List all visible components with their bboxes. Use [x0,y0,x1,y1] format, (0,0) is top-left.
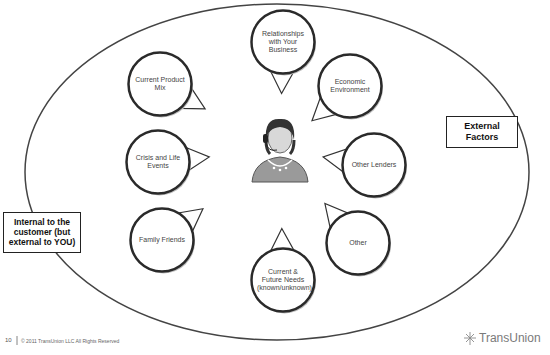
circle-shape [129,53,192,116]
factor-circle: Crisis and Life Events [125,129,191,195]
circle-shape [131,209,194,272]
factor-circle: Current Product Mix [127,51,193,117]
person-icon [252,119,308,182]
factor-text: Current Product Mix [134,76,186,92]
factor-text: Crisis and Life Events [132,154,184,170]
circle-shape [127,131,190,194]
copyright-note: © 2011 TransUnion LLC All Rights Reserve… [21,338,119,344]
circle-shape [319,55,382,118]
factor-text: Relationships with Your Business [257,30,309,54]
circle-label: Crisis and Life Events [132,154,184,170]
circle-shape [252,249,315,312]
factor-text: Other [332,239,384,247]
footer-separator [17,336,18,345]
circle-label: Other [332,239,384,247]
factor-circle: Economic Environment [317,53,383,119]
factor-text: Current & Future Needs (known/unknown) [257,268,309,292]
circle-shape [343,134,406,197]
circle-label: Current & Future Needs (known/unknown) [257,268,309,292]
logo-mark [464,332,476,345]
company-logo: TransUnion [479,331,541,345]
callout-box: Internal to the customer (but external t… [3,212,81,253]
circle-label: Relationships with Your Business [257,30,309,54]
circle-label: Other Lenders [348,161,400,169]
page-number: 10 [5,337,12,343]
factor-text: Economic Environment [324,78,376,94]
circle-label: Family Friends [136,236,188,244]
outer-ellipse [25,4,529,340]
circle-label: Economic Environment [324,78,376,94]
factor-circle: Relationships with Your Business [250,9,316,75]
circle-shape [252,11,315,74]
factor-circle: Other [325,210,391,276]
factor-circle: Current & Future Needs (known/unknown) [250,247,316,313]
circle-label: Current Product Mix [134,76,186,92]
factor-text: Other Lenders [348,161,400,169]
callout-box: External Factors [446,116,518,148]
factor-text: Family Friends [136,236,188,244]
factor-circle: Family Friends [129,207,195,273]
callout-text: External Factors [451,121,513,143]
callout-text: Internal to the customer (but external t… [8,217,76,248]
factor-circle: Other Lenders [341,132,407,198]
circle-shape [327,212,390,275]
